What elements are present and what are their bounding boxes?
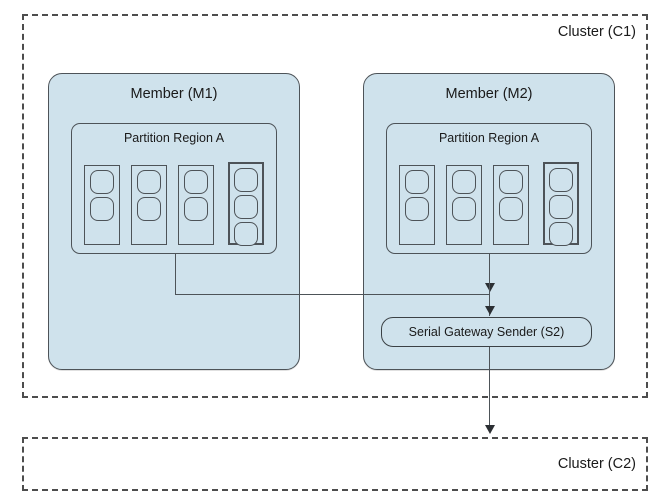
member-m1-bucket-1[interactable] (84, 165, 120, 245)
member-m1-label: Member (M1) (130, 86, 218, 102)
member-m1-bucket-2-entry-2 (137, 197, 161, 221)
serial-gateway-sender-s2[interactable]: Serial Gateway Sender (S2) (381, 317, 592, 347)
member-m2-bucket-2-entry-1 (452, 170, 476, 194)
member-m1-bucket-1-entry-1 (90, 170, 114, 194)
member-m2-region-label: Partition Region A (438, 131, 540, 145)
member-m1-bucket-4-entry-2 (234, 195, 258, 219)
member-m1-bucket-3[interactable] (178, 165, 214, 245)
connector-m2-vertical-segment (489, 254, 490, 316)
connector-m1-horizontal-segment (175, 294, 490, 295)
member-m2-bucket-1-entry-1 (405, 170, 429, 194)
connector-sender-to-c2-segment (489, 347, 490, 432)
member-m1-bucket-1-entry-2 (90, 197, 114, 221)
member-m2-bucket-3-entry-1 (499, 170, 523, 194)
connector-m1-arrowhead (485, 283, 495, 292)
member-m1-bucket-3-entry-1 (184, 170, 208, 194)
member-m2-bucket-3-entry-2 (499, 197, 523, 221)
member-m1-bucket-2-entry-1 (137, 170, 161, 194)
connector-sender-to-c2-arrowhead (485, 425, 495, 434)
member-m2-bucket-4[interactable] (543, 162, 579, 246)
member-m2-bucket-4-entry-3 (549, 222, 573, 246)
cluster-c2-label: Cluster (C2) (557, 456, 636, 472)
cluster-c2 (22, 437, 648, 491)
member-m2-bucket-4-entry-1 (549, 168, 573, 192)
member-m1-bucket-4-entry-3 (234, 222, 258, 246)
member-m1-region-label: Partition Region A (123, 131, 225, 145)
connector-m1-vertical-segment (175, 254, 176, 294)
member-m1-bucket-4[interactable] (228, 162, 264, 246)
member-m1-bucket-2[interactable] (131, 165, 167, 245)
member-m1-bucket-3-entry-2 (184, 197, 208, 221)
cluster-c1-label: Cluster (C1) (557, 24, 636, 40)
member-m2-bucket-1[interactable] (399, 165, 435, 245)
member-m2-bucket-2-entry-2 (452, 197, 476, 221)
member-m2-bucket-3[interactable] (493, 165, 529, 245)
connector-m2-arrowhead (485, 306, 495, 315)
member-m2-label: Member (M2) (445, 86, 533, 102)
member-m2-bucket-1-entry-2 (405, 197, 429, 221)
member-m1-bucket-4-entry-1 (234, 168, 258, 192)
member-m2-bucket-4-entry-2 (549, 195, 573, 219)
cluster-c1 (22, 14, 648, 398)
member-m2-bucket-2[interactable] (446, 165, 482, 245)
